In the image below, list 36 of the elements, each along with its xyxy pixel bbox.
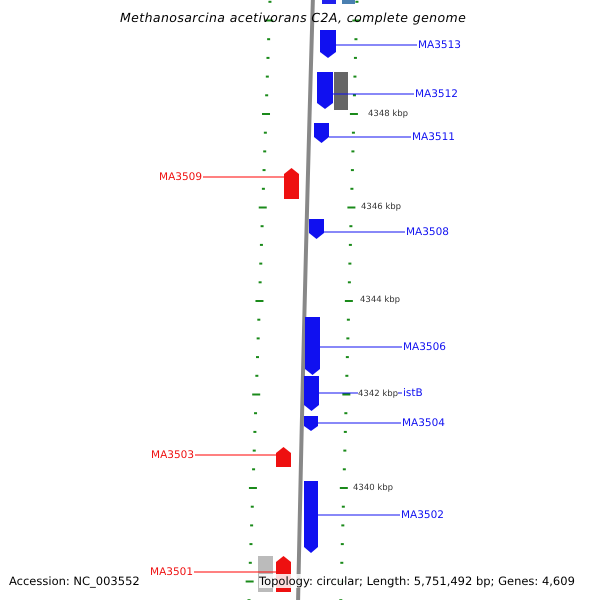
gene-label: MA3513 [418,39,461,51]
footer-text: Accession: NC_003552 [9,574,140,588]
gene-label: MA3512 [415,88,458,100]
gene-feature-block [304,416,318,431]
gene-feature-block [284,168,299,199]
gene-label: istB [403,387,423,399]
leader-line [194,454,276,456]
gene-label: MA3506 [403,341,446,353]
gene-feature-block [304,376,319,411]
gene-feature-block [305,317,320,375]
leader-line [328,136,412,138]
gene-label: MA3502 [401,509,444,521]
leader-line [318,514,400,516]
gene-feature-block [320,30,336,58]
leader-line [318,422,402,424]
gene-label: MA3509 [159,171,202,183]
gene-label: MA3501 [150,566,193,578]
gene-feature-block [309,219,324,239]
gene-label: MA3504 [402,417,445,429]
gene-feature-block [317,72,333,109]
position-label: 4340 kbp [353,483,394,493]
gene-feature-block [314,123,329,143]
diagram-title: Methanosarcina acetivorans C2A, complete genome [120,10,466,25]
leader-line [202,176,284,178]
gene-feature-block [304,481,318,553]
position-label: 4342 kbp [358,389,398,399]
gene-label: MA3508 [406,226,449,238]
position-label: 4344 kbp [360,295,400,305]
position-label: 4348 kbp [368,109,408,119]
position-label: 4346 kbp [361,202,402,212]
gene-feature-block [276,447,291,467]
footer-text: Topology: circular; Length: 5,751,492 bp; Genes: 4,609 [259,574,575,588]
leader-line [320,346,402,348]
gene-label: MA3503 [151,449,194,461]
gene-label: MA3511 [412,131,455,143]
leader-line [336,44,418,46]
